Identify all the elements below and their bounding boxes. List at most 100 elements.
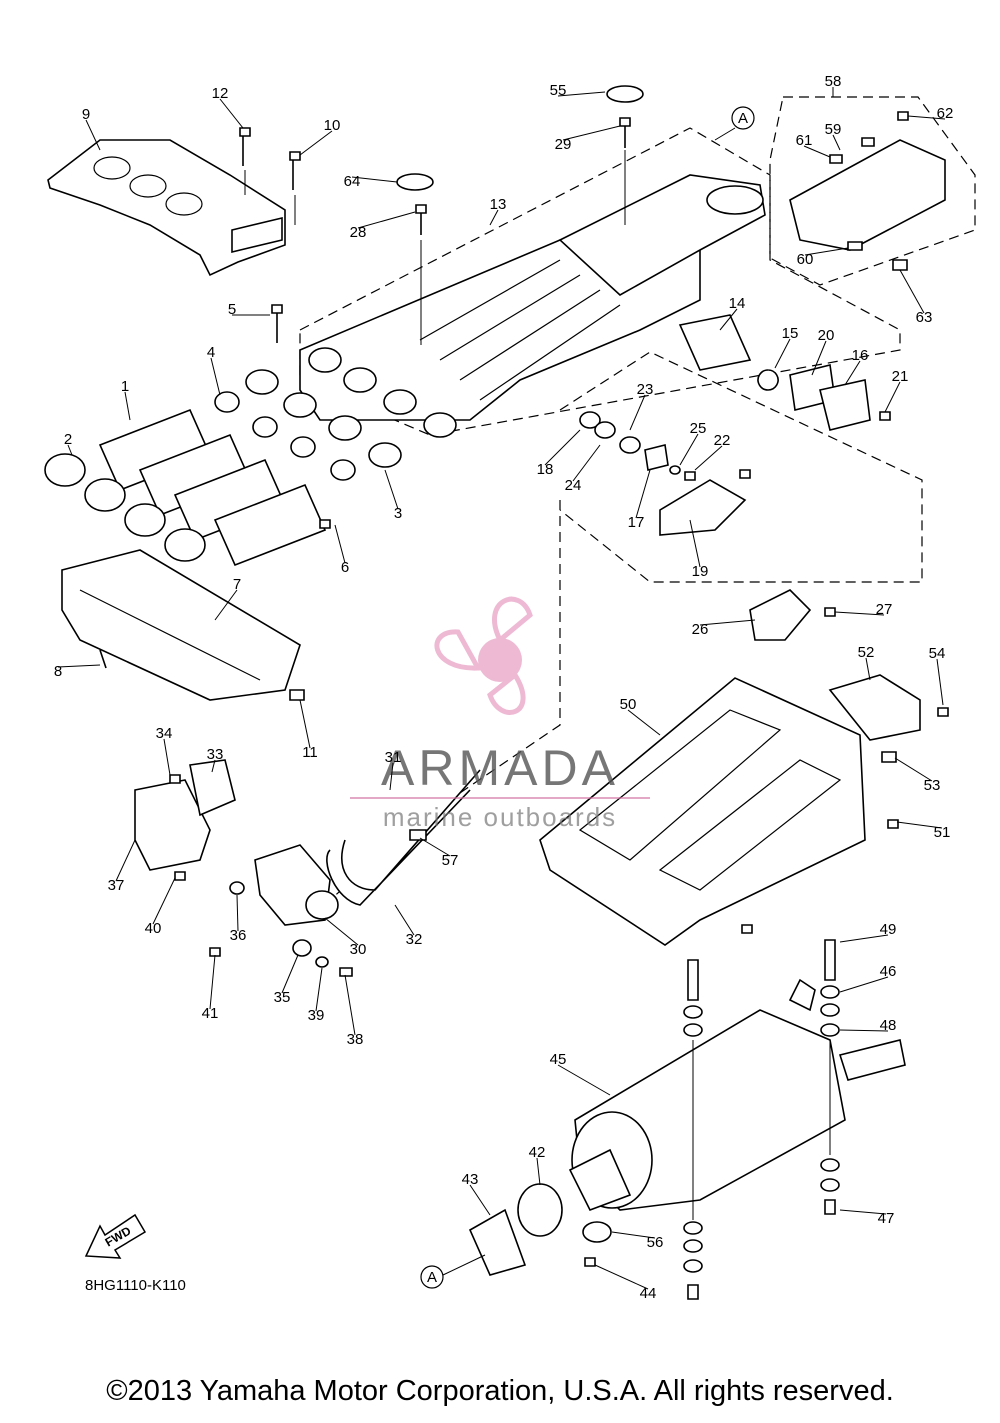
bolt-62: [897, 111, 909, 121]
callout-leader-50: [627, 709, 661, 736]
callout-label-45: 45: [550, 1051, 567, 1068]
callout-label-59: 59: [825, 121, 842, 138]
callout-leader-35: [281, 954, 299, 994]
callout-label-50: 50: [620, 696, 637, 713]
callout-leader-60: [804, 247, 849, 256]
pipe-32: [326, 769, 481, 906]
callout-label-43: 43: [462, 1171, 479, 1188]
callout-label-36: 36: [230, 927, 247, 944]
callout-label-37: 37: [108, 877, 125, 894]
bracket-26: [749, 589, 812, 641]
callout-leader-25: [679, 433, 699, 466]
shield-slot: [93, 156, 131, 180]
callout-label-49: 49: [880, 921, 897, 938]
callout-leader-61: [803, 145, 831, 158]
callout-leader-13: [489, 209, 499, 226]
group-mount-boundary: [559, 351, 923, 583]
callout-label-27: 27: [876, 601, 893, 618]
callout-leader-44: [594, 1264, 649, 1290]
clip-8: [99, 649, 107, 669]
callout-leader-4: [210, 357, 221, 396]
callout-label-54: 54: [929, 645, 946, 662]
callout-label-30: 30: [350, 941, 367, 958]
callout-label-6: 6: [341, 559, 349, 576]
callout-label-3: 3: [394, 505, 402, 522]
callout-label-19: 19: [692, 563, 709, 580]
shield-slot: [165, 192, 203, 216]
callout-leader-15: [774, 338, 791, 369]
heat-shield-7: [61, 549, 301, 701]
bolt-29: [619, 117, 631, 148]
damper-61b: [861, 137, 875, 147]
leader: [714, 127, 736, 141]
callout-leader-31: [389, 762, 394, 791]
nut-22: [684, 471, 696, 481]
muffler-pipes: [788, 978, 906, 1081]
washer-25: [669, 465, 681, 475]
manifold-port: [308, 347, 342, 373]
callout-leader-55: [557, 91, 606, 97]
leader: [244, 170, 296, 225]
callout-leader-49: [839, 934, 889, 943]
callout-label-44: 44: [640, 1285, 657, 1302]
callout-leader-63: [899, 269, 925, 314]
callout-leader-28: [357, 211, 416, 229]
clamp-33: [189, 759, 236, 817]
callout-label-35: 35: [274, 989, 291, 1006]
callout-label-46: 46: [880, 963, 897, 980]
callout-leader-51: [896, 821, 943, 829]
nut-63: [892, 259, 908, 271]
callout-leader-12: [219, 98, 244, 129]
callout-leader-23: [629, 394, 646, 431]
diagram-code: 8HG1110-K110: [85, 1277, 186, 1294]
cover-window: [578, 709, 782, 861]
callout-leader-3: [384, 469, 399, 510]
nut-11: [289, 689, 305, 701]
callout-leader-1: [124, 391, 131, 421]
exhaust-cover-50: [539, 677, 866, 946]
callout-label-9: 9: [82, 106, 90, 123]
callout-leader-7: [214, 589, 238, 621]
exhaust-joints-1: [98, 408, 327, 567]
callout-leader-14: [719, 308, 738, 331]
callout-leader-34: [163, 738, 171, 776]
callout-leader-37: [115, 839, 136, 882]
bolt-27: [824, 607, 836, 617]
callout-leader-36: [236, 894, 239, 932]
callout-leader-38: [344, 974, 356, 1036]
callout-label-55: 55: [550, 82, 567, 99]
bolt-5: [271, 304, 283, 343]
callout-leader-10: [299, 130, 333, 156]
callout-leader-16: [844, 360, 861, 386]
callout-label-8: 8: [54, 663, 62, 680]
damper-60: [847, 241, 863, 251]
bolt-28: [415, 204, 427, 235]
callout-leader-30: [324, 917, 359, 946]
callout-label-10: 10: [324, 117, 341, 134]
plate-52: [828, 674, 921, 741]
callout-leader-22: [694, 445, 723, 471]
cap-55: [606, 85, 644, 103]
callout-label-38: 38: [347, 1031, 364, 1048]
callout-leader-59: [832, 134, 841, 151]
callout-leader-20: [811, 340, 827, 376]
bolt-12: [239, 127, 251, 166]
callout-leader-39: [315, 967, 323, 1012]
callout-leader-33: [211, 759, 216, 773]
holder-17: [644, 444, 669, 471]
watermark-tagline: marine outboards: [383, 802, 617, 832]
cover-window: [658, 759, 842, 891]
callout-label-64: 64: [344, 173, 361, 190]
callout-label-34: 34: [156, 725, 173, 742]
hose-clamp-3: [245, 369, 402, 468]
callout-leader-26: [699, 619, 756, 626]
callout-leader-29: [562, 125, 621, 141]
bolt-34: [169, 774, 181, 784]
callout-leader-43: [469, 1184, 491, 1216]
callout-label-16: 16: [852, 347, 869, 364]
sensor-cap: [305, 890, 339, 920]
nut-53: [881, 751, 897, 763]
manifold-port: [343, 367, 377, 393]
manifold-port: [383, 389, 417, 415]
callout-label-31: 31: [385, 749, 402, 766]
